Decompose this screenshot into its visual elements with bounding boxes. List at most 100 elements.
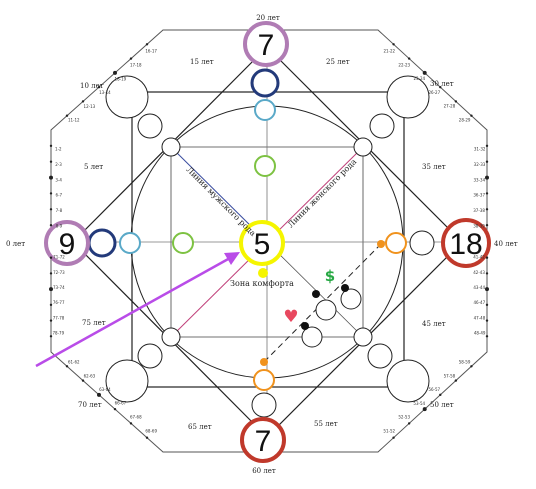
right-main-circle: [441, 218, 491, 268]
age-tick-label: 53-54: [413, 401, 425, 406]
right-plain-circle: [409, 230, 435, 256]
age-tick-label: 73-74: [53, 285, 65, 290]
age-tick-dot: [470, 114, 473, 117]
top-lightblue-circle: [254, 99, 276, 121]
age-label-25: 25 лет: [326, 58, 350, 66]
money-dot-b: [341, 284, 349, 292]
age-tick-dot: [65, 114, 69, 117]
age-tick-dot: [49, 192, 53, 195]
age-tick-dot: [392, 436, 395, 439]
money-dot-a: [312, 290, 320, 298]
age-tick-dot: [49, 303, 53, 307]
age-label-50: 50 лет: [430, 401, 454, 409]
age-tick-dot: [485, 303, 489, 307]
center-main-circle: [239, 220, 285, 266]
bottom-orange-circle: [253, 369, 275, 391]
age-tick-dot: [485, 208, 489, 211]
age-tick-dot: [485, 160, 489, 163]
female-line-upper: [266, 146, 364, 243]
age-tick-dot: [485, 223, 489, 227]
age-tick-label: 68-69: [145, 428, 157, 433]
age-tick-dot: [439, 393, 442, 397]
age-tick-dot: [97, 392, 101, 397]
love-dot-a: [301, 322, 309, 330]
age-tick-label: 58-59: [459, 360, 471, 365]
age-tick-dot: [49, 175, 53, 180]
age-tick-label: 8-9: [56, 223, 63, 228]
age-tick-dot: [485, 192, 489, 195]
age-tick-dot: [485, 287, 489, 292]
age-tick-dot: [49, 272, 53, 275]
tick-marks-layer: 16-1717-1818-1913-1412-1311-121-22-33-46…: [49, 43, 489, 439]
age-tick-label: 1-2: [55, 147, 62, 152]
age-tick-label: 18-19: [115, 76, 127, 81]
age-tick-dot: [113, 70, 117, 75]
age-tick-label: 38-39: [473, 223, 485, 228]
age-tick-dot: [422, 407, 427, 412]
corner-tiny-bottom-right: [353, 327, 373, 347]
age-tick-dot: [454, 100, 458, 103]
age-tick-label: 78-79: [53, 331, 65, 336]
right-orange-dot: [377, 240, 385, 248]
age-label-75: 75 лет: [82, 319, 106, 327]
diagonal-lower-right: [266, 241, 364, 338]
age-tick-label: 47-48: [474, 315, 486, 320]
age-tick-dot: [129, 57, 133, 60]
age-tick-label: 31-32: [474, 147, 486, 152]
age-label-70: 70 лет: [78, 401, 102, 409]
money-circle-b: [340, 288, 362, 310]
age-label-20: 20 лет: [256, 14, 280, 22]
age-tick-dot: [49, 208, 53, 211]
age-tick-dot: [485, 272, 489, 275]
top-number: 7: [258, 29, 275, 62]
age-tick-label: 46-47: [473, 300, 485, 305]
age-label-10: 10 лет: [80, 82, 104, 90]
age-tick-label: 72-73: [53, 270, 65, 275]
age-tick-label: 23-24: [413, 76, 425, 81]
left-lightblue-circle: [119, 232, 141, 254]
corner-small-top-left: [137, 113, 163, 139]
age-label-5: 5 лет: [84, 163, 103, 171]
left-number: 9: [59, 228, 76, 261]
corner-small-bottom-right: [367, 343, 393, 369]
age-tick-dot: [407, 422, 411, 425]
left-navy-circle: [87, 228, 117, 258]
age-tick-label: 2-3: [55, 162, 62, 167]
corner-circle-top-left: [105, 75, 149, 119]
age-tick-label: 62-63: [84, 373, 96, 378]
age-tick-label: 22-23: [398, 62, 410, 67]
age-tick-label: 52-53: [398, 415, 410, 420]
top-green-circle: [254, 155, 276, 177]
age-tick-dot: [392, 43, 395, 46]
age-label-55: 55 лет: [314, 420, 338, 428]
corner-circle-bottom-right: [386, 359, 430, 403]
age-tick-dot: [49, 335, 53, 338]
age-label-0: 0 лет: [6, 240, 25, 248]
comfort-zone-label: Зона комфорта: [230, 279, 294, 288]
corner-circle-top-right: [386, 75, 430, 119]
age-tick-label: 12-13: [84, 104, 96, 109]
age-tick-label: 61-62: [68, 360, 80, 365]
age-tick-label: 3-4: [55, 177, 62, 182]
pointer-arrow-line: [35, 256, 231, 368]
corner-circle-bottom-left: [105, 359, 149, 403]
age-tick-label: 28-29: [459, 117, 471, 122]
age-tick-dot: [81, 100, 85, 103]
bottom-number: 7: [255, 425, 272, 458]
age-tick-label: 11-12: [68, 117, 80, 122]
age-tick-dot: [49, 319, 53, 322]
age-tick-dot: [422, 70, 427, 75]
age-tick-label: 66-67: [115, 401, 127, 406]
top-navy-circle: [250, 68, 280, 98]
center-number: 5: [254, 228, 271, 261]
age-tick-label: 33-34: [474, 177, 486, 182]
left-main-circle: [44, 220, 90, 266]
right-orange-circle: [385, 232, 407, 254]
left-green-circle: [172, 232, 194, 254]
age-tick-dot: [49, 144, 53, 148]
age-tick-dot: [81, 379, 85, 382]
age-tick-label: 48-49: [474, 331, 486, 336]
right-number: 18: [449, 228, 482, 261]
age-tick-label: 17-18: [130, 62, 142, 67]
age-tick-dot: [145, 436, 149, 439]
